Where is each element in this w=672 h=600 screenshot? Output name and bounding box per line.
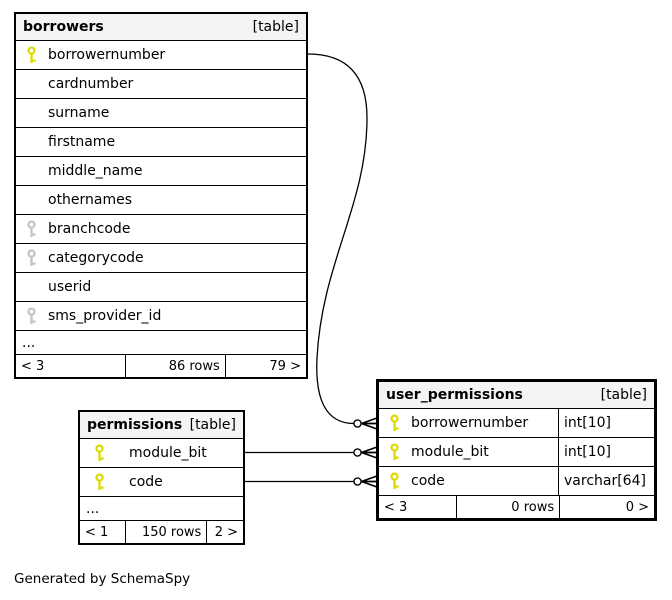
column-name: middle_name	[48, 163, 143, 179]
column-row: userid	[16, 273, 306, 302]
column-row: sms_provider_id	[16, 302, 306, 331]
column-name: code	[411, 473, 445, 489]
column-row: othernames	[16, 186, 306, 215]
table-footer: < 3 86 rows 79 >	[16, 355, 306, 377]
table-title: borrowers	[23, 19, 104, 35]
table-header[interactable]: borrowers [table]	[16, 14, 306, 41]
table-borrowers[interactable]: borrowers [table] borrowernumber cardnum…	[14, 12, 308, 379]
column-name: cardnumber	[48, 76, 134, 92]
table-type-badge: [table]	[189, 417, 236, 433]
primary-key-icon	[27, 46, 37, 64]
primary-key-icon	[390, 472, 400, 490]
related-out-count: 2 >	[206, 521, 243, 543]
table-type-badge: [table]	[600, 387, 647, 403]
column-name: borrowernumber	[411, 415, 529, 431]
related-in-count: < 3	[384, 499, 408, 515]
related-out-count: 0 >	[559, 496, 654, 518]
column-type: varchar[64]	[558, 467, 654, 495]
column-name: surname	[48, 105, 110, 121]
column-name: sms_provider_id	[48, 308, 162, 324]
related-out-count: 79 >	[224, 355, 306, 377]
relationship-line-borrowernumber	[307, 53, 368, 425]
foreign-key-icon	[27, 249, 37, 267]
column-row: firstname	[16, 128, 306, 157]
table-title: permissions	[87, 417, 183, 433]
column-type: int[10]	[558, 409, 654, 437]
table-type-badge: [table]	[252, 19, 299, 35]
row-count: 86 rows	[124, 355, 225, 377]
column-row: borrowernumber int[10]	[379, 409, 654, 438]
column-row: cardnumber	[16, 70, 306, 99]
related-in-count: < 1	[85, 524, 109, 540]
column-row: module_bit int[10]	[379, 438, 654, 467]
primary-key-icon	[95, 444, 105, 462]
table-footer: < 3 0 rows 0 >	[379, 496, 654, 518]
primary-key-icon	[390, 414, 400, 432]
more-columns-ellipsis: ...	[80, 497, 243, 521]
related-in-count: < 3	[21, 358, 45, 374]
generated-by-note: Generated by SchemaSpy	[14, 571, 191, 587]
column-name: borrowernumber	[48, 47, 166, 63]
primary-key-icon	[390, 443, 400, 461]
column-name: module_bit	[411, 444, 489, 460]
column-row: middle_name	[16, 157, 306, 186]
column-row: categorycode	[16, 244, 306, 273]
table-header[interactable]: user_permissions [table]	[379, 382, 654, 409]
crowsfoot-zero-many-icon	[353, 446, 378, 459]
column-name: firstname	[48, 134, 116, 150]
row-count: 150 rows	[124, 521, 207, 543]
column-name: othernames	[48, 192, 133, 208]
crowsfoot-zero-many-icon	[353, 417, 378, 430]
foreign-key-icon	[27, 220, 37, 238]
table-permissions[interactable]: permissions [table] module_bit code ... …	[78, 410, 245, 545]
foreign-key-icon	[27, 307, 37, 325]
column-type: int[10]	[558, 438, 654, 466]
column-name: code	[129, 474, 163, 490]
column-row: code	[80, 468, 243, 497]
column-row: module_bit	[80, 439, 243, 468]
table-footer: < 1 150 rows 2 >	[80, 521, 243, 543]
crowsfoot-zero-many-icon	[353, 475, 378, 488]
table-user-permissions[interactable]: user_permissions [table] borrowernumber …	[376, 379, 657, 521]
table-header[interactable]: permissions [table]	[80, 412, 243, 439]
column-row: branchcode	[16, 215, 306, 244]
primary-key-icon	[95, 473, 105, 491]
column-name: module_bit	[129, 445, 207, 461]
more-columns-ellipsis: ...	[16, 331, 306, 355]
column-row: code varchar[64]	[379, 467, 654, 496]
table-title: user_permissions	[386, 387, 523, 403]
column-name: branchcode	[48, 221, 131, 237]
column-row: surname	[16, 99, 306, 128]
column-name: userid	[48, 279, 92, 295]
column-row: borrowernumber	[16, 41, 306, 70]
column-name: categorycode	[48, 250, 144, 266]
row-count: 0 rows	[456, 496, 559, 518]
